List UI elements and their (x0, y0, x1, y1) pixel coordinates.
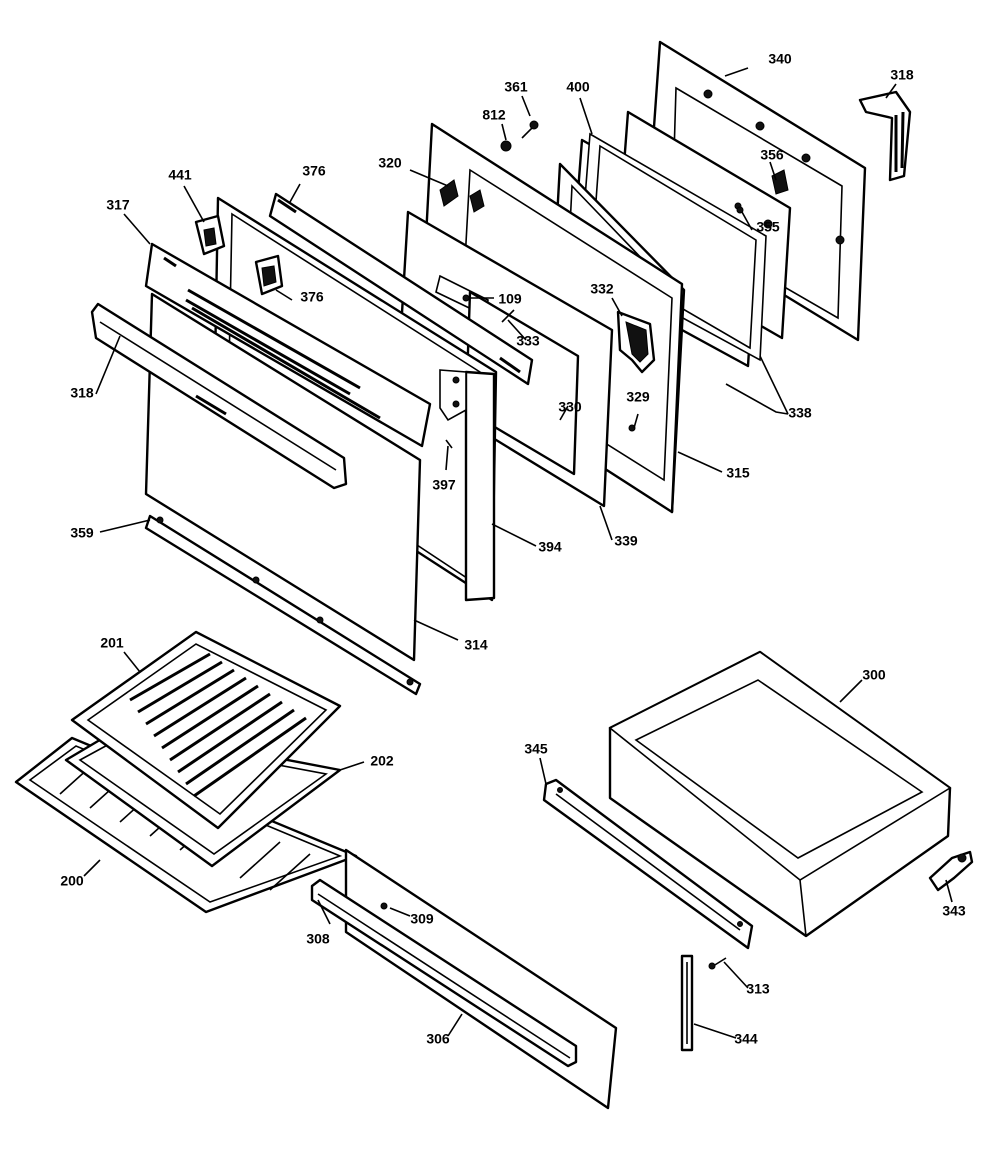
drawer-slide (680, 954, 694, 1052)
door-bottom-trim (144, 514, 422, 696)
callout-359: 359 (70, 525, 94, 541)
callout-361: 361 (504, 79, 528, 95)
callout-343: 343 (942, 903, 966, 919)
callout-330: 330 (558, 399, 582, 415)
callout-313: 313 (746, 981, 770, 997)
drawer-front-panel (344, 848, 618, 1110)
callout-317: 317 (106, 197, 130, 213)
callout-306: 306 (426, 1031, 450, 1047)
callout-318-handle: 318 (70, 385, 94, 401)
callout-332: 332 (590, 281, 614, 297)
callout-355: 355 (756, 219, 780, 235)
door-side-strip (439, 369, 496, 602)
leader-lines (83, 67, 953, 1039)
callout-339: 339 (614, 533, 638, 549)
callout-329: 329 (626, 389, 650, 405)
callout-315: 315 (726, 465, 750, 481)
door-handle (90, 302, 348, 490)
callout-320: 320 (378, 155, 402, 171)
callout-812: 812 (482, 107, 506, 123)
drawer-roller (928, 850, 974, 892)
callout-labels: 340 318 361 400 812 356 320 355 441 376 … (60, 51, 966, 1047)
callout-340: 340 (768, 51, 792, 67)
callout-345: 345 (524, 741, 548, 757)
callout-201: 201 (100, 635, 124, 651)
drawer-handle (310, 878, 578, 1068)
broiler-grid (70, 630, 342, 830)
callout-109: 109 (498, 291, 522, 307)
callout-314: 314 (464, 637, 488, 653)
callout-338: 338 (788, 405, 812, 421)
door-hinge-bracket (616, 310, 656, 374)
drawer-rail (542, 778, 754, 950)
callout-309: 309 (410, 911, 434, 927)
callout-308: 308 (306, 931, 330, 947)
callout-400: 400 (566, 79, 590, 95)
door-hinge-block (254, 254, 284, 296)
door-screws (445, 120, 789, 449)
door-clip (194, 214, 226, 256)
callout-441: 441 (168, 167, 192, 183)
callout-397: 397 (432, 477, 456, 493)
door-side-trim-right (858, 90, 912, 182)
callout-394: 394 (538, 539, 562, 555)
callout-356: 356 (760, 147, 784, 163)
callout-300: 300 (862, 667, 886, 683)
drawer-box (608, 650, 952, 938)
callout-318-trim: 318 (890, 67, 914, 83)
callout-202: 202 (370, 753, 394, 769)
callout-344: 344 (734, 1031, 758, 1047)
callout-200: 200 (60, 873, 84, 889)
callout-376-channel: 376 (302, 163, 326, 179)
door-top-channel (268, 192, 534, 386)
door-vent-strip (144, 242, 432, 448)
callout-333: 333 (516, 333, 540, 349)
drawer-slide-screw (708, 957, 727, 970)
callout-376-block: 376 (300, 289, 324, 305)
